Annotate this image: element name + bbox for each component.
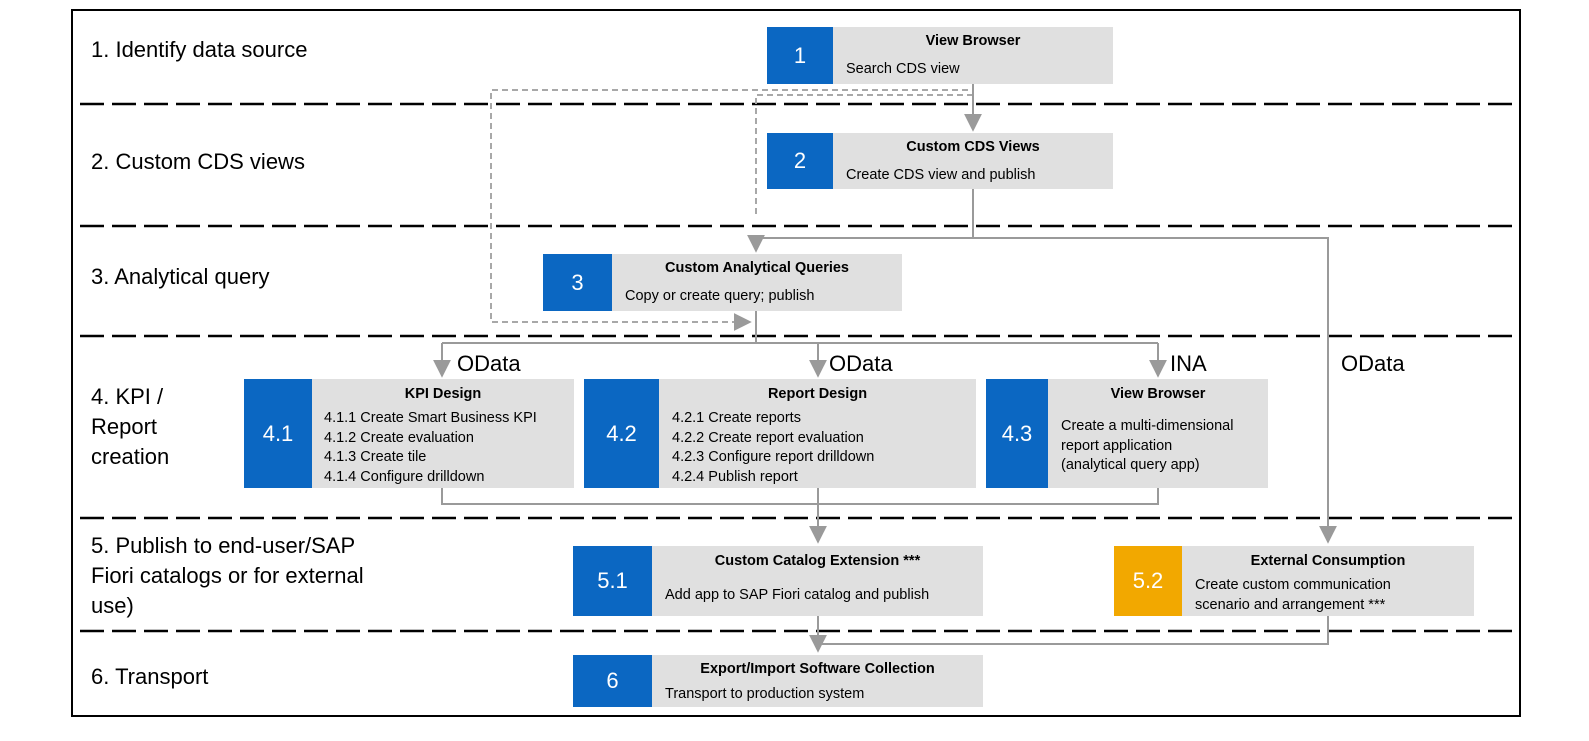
step-number: 1: [767, 27, 833, 84]
step-box-view-browser-ina: 4.3 View Browser Create a multi-dimensio…: [986, 379, 1268, 488]
step-box-report-design: 4.2 Report Design 4.2.1 Create reports 4…: [584, 379, 976, 488]
stage-label-3: 3. Analytical query: [91, 264, 270, 289]
step-description: Add app to SAP Fiori catalog and publish: [665, 587, 930, 603]
step-title: KPI Design: [404, 386, 482, 402]
edge-label-odata-external: OData: [1341, 351, 1405, 376]
step-description: 4.1.1 Create Smart Business KPI 4.1.2 Cr…: [324, 410, 537, 485]
step-description: Copy or create query; publish: [625, 288, 815, 304]
step-box-custom-analytical-queries: 3 Custom Analytical Queries Copy or crea…: [543, 254, 902, 311]
step-description: Create custom communication scenario and…: [1195, 577, 1391, 613]
step-number: 3: [543, 254, 612, 311]
step-description: Create a multi-dimensional report applic…: [1061, 418, 1234, 473]
stage-label-2: 2. Custom CDS views: [91, 149, 305, 174]
step-title: View Browser: [925, 33, 1021, 49]
step-description: Transport to production system: [665, 686, 865, 702]
step-title: View Browser: [1110, 386, 1206, 402]
edge-label-ina: INA: [1170, 351, 1207, 376]
step-number: 4.2: [584, 379, 659, 488]
step-title: Custom CDS Views: [906, 139, 1040, 155]
step-box-kpi-design: 4.1 KPI Design 4.1.1 Create Smart Busine…: [244, 379, 574, 488]
connector-5-2-to-6: [818, 616, 1329, 645]
step-box-view-browser: 1 View Browser Search CDS view: [767, 27, 1113, 84]
step-title: Custom Catalog Extension ***: [714, 553, 921, 569]
step-title: Export/Import Software Collection: [700, 661, 935, 677]
stage-label-1: 1. Identify data source: [91, 37, 308, 62]
step-box-external-consumption: 5.2 External Consumption Create custom c…: [1114, 546, 1474, 616]
optional-path-1-to-2-3: [755, 94, 973, 214]
step-title: Custom Analytical Queries: [665, 260, 849, 276]
step-number: 5.1: [573, 546, 652, 616]
step-number: 4.3: [986, 379, 1048, 488]
connector-4-collect: [441, 488, 1159, 505]
edge-label-odata-kpi: OData: [457, 351, 521, 376]
step-box-custom-cds-views: 2 Custom CDS Views Create CDS view and p…: [767, 133, 1113, 189]
stage-label-5: 5. Publish to end-user/SAP Fiori catalog…: [91, 533, 364, 618]
step-title: Report Design: [767, 386, 868, 402]
stage-label-6: 6. Transport: [91, 664, 209, 689]
step-title: External Consumption: [1250, 553, 1406, 569]
step-number: 2: [767, 133, 833, 189]
step-description: Create CDS view and publish: [846, 167, 1036, 183]
step-number: 5.2: [1114, 546, 1182, 616]
step-box-custom-catalog-extension: 5.1 Custom Catalog Extension *** Add app…: [573, 546, 983, 616]
diagram-frame: [71, 9, 1521, 717]
connector-2-to-3: [747, 189, 974, 253]
connector-2-to-5-2: [973, 237, 1337, 544]
step-number: 6: [573, 655, 652, 707]
step-description: 4.2.1 Create reports 4.2.2 Create report…: [672, 410, 875, 485]
step-number: 4.1: [244, 379, 312, 488]
stage-label-4: 4. KPI / Report creation: [91, 384, 170, 469]
step-box-export-import-software-collection: 6 Export/Import Software Collection Tran…: [573, 655, 983, 707]
step-description: Search CDS view: [846, 61, 960, 77]
stage-separators: [80, 102, 1513, 633]
edge-label-odata-report: OData: [829, 351, 893, 376]
